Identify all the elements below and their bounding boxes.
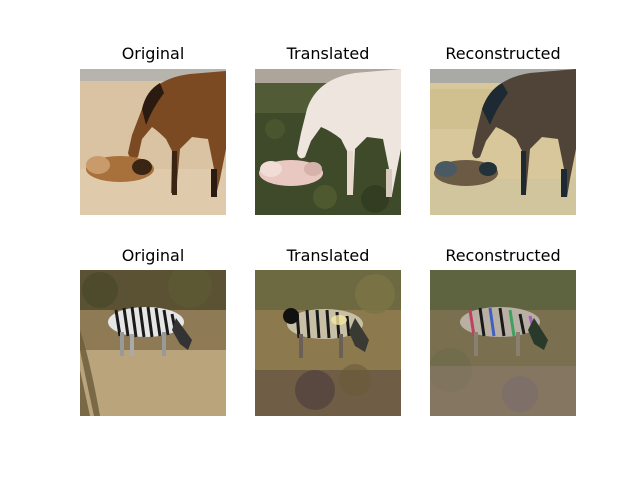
image-original-horse (80, 69, 226, 215)
title-translated-row2: Translated (286, 246, 370, 265)
image-translated-horse (255, 69, 401, 215)
image-reconstructed-horse (430, 69, 576, 215)
image-reconstructed-zebra (430, 270, 576, 416)
title-translated-row1: Translated (286, 44, 370, 63)
image-translated-zebra (255, 270, 401, 416)
image-original-zebra (80, 270, 226, 416)
title-original-row1: Original (121, 44, 185, 63)
title-reconstructed-row1: Reconstructed (445, 44, 561, 63)
title-reconstructed-row2: Reconstructed (445, 246, 561, 265)
title-original-row2: Original (121, 246, 185, 265)
